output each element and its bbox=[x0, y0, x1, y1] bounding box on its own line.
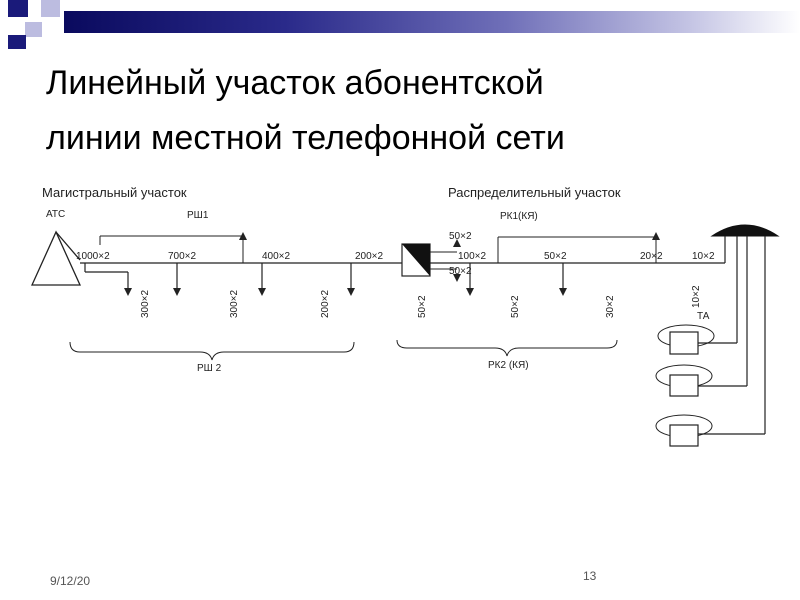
deco-square bbox=[41, 0, 60, 17]
header-gradient-bar bbox=[64, 11, 800, 33]
exchange-triangle-icon bbox=[30, 230, 82, 286]
down-arrow-icon bbox=[466, 288, 474, 296]
title-line-1: Линейный участок абонентской bbox=[46, 64, 544, 102]
down-arrow-icon bbox=[124, 288, 132, 296]
rk1-label: РК1(КЯ) bbox=[500, 211, 538, 222]
telephone-icon bbox=[669, 374, 699, 397]
distribution-section-label: Распределительный участок bbox=[448, 185, 621, 200]
down-arrow-icon bbox=[173, 288, 181, 296]
exchange-label: АТС bbox=[46, 209, 65, 220]
down-arrow-icon bbox=[347, 288, 355, 296]
cable-label-10: 10×2 bbox=[692, 251, 715, 262]
slide-date: 9/12/20 bbox=[50, 574, 91, 588]
rsh1-label: РШ1 bbox=[187, 210, 209, 221]
slide-number: 13 bbox=[583, 569, 597, 583]
up-arrow-icon bbox=[652, 232, 660, 240]
cable-label-100: 100×2 bbox=[458, 251, 487, 262]
telephone-set-2 bbox=[655, 364, 747, 397]
down-arrow-icon bbox=[258, 288, 266, 296]
deco-square bbox=[25, 22, 42, 37]
rsh2-label: РШ 2 bbox=[197, 363, 222, 374]
cable-label-700: 700×2 bbox=[168, 251, 197, 262]
down-arrow-icon bbox=[453, 274, 461, 282]
box-bottom-label: 50×2 bbox=[449, 266, 472, 277]
rsh2-brace bbox=[69, 341, 355, 361]
terminal-box-icon bbox=[710, 224, 780, 237]
cable-label-20: 20×2 bbox=[640, 251, 663, 262]
telephone-icon bbox=[669, 424, 699, 447]
drop-label-10: 10×2 bbox=[691, 285, 702, 308]
slide-title: Линейный участок абонентской линии местн… bbox=[46, 56, 766, 166]
telephone-icon bbox=[669, 331, 699, 355]
down-arrow-icon bbox=[559, 288, 567, 296]
deco-square bbox=[8, 0, 28, 17]
box-top-label: 50×2 bbox=[449, 231, 472, 242]
cross-connect-fill bbox=[402, 244, 430, 276]
cable-label-200: 200×2 bbox=[355, 251, 384, 262]
drop-label-50b: 50×2 bbox=[510, 295, 521, 318]
up-arrow-icon bbox=[453, 239, 461, 247]
title-line-2: линии местной телефонной сети bbox=[46, 119, 565, 157]
telephone-set-1 bbox=[657, 324, 737, 355]
drop-label-30: 30×2 bbox=[605, 295, 616, 318]
cable-label-1000: 1000×2 bbox=[76, 251, 110, 262]
up-arrow-icon bbox=[239, 232, 247, 240]
rk2-brace bbox=[396, 339, 618, 357]
exchange-feed-line bbox=[55, 231, 81, 261]
cable-label-400: 400×2 bbox=[262, 251, 291, 262]
drop-label-50a: 50×2 bbox=[417, 295, 428, 318]
main-section-label: Магистральный участок bbox=[42, 185, 187, 200]
deco-square bbox=[8, 35, 26, 49]
rk2-label: РК2 (КЯ) bbox=[488, 360, 529, 371]
drop-label-300b: 300×2 bbox=[229, 289, 240, 318]
drop-label-200: 200×2 bbox=[320, 289, 331, 318]
cable-label-50: 50×2 bbox=[544, 251, 567, 262]
telephone-set-3 bbox=[655, 414, 765, 447]
drop-label-300a: 300×2 bbox=[140, 289, 151, 318]
telephone-label: ТА bbox=[697, 311, 710, 322]
